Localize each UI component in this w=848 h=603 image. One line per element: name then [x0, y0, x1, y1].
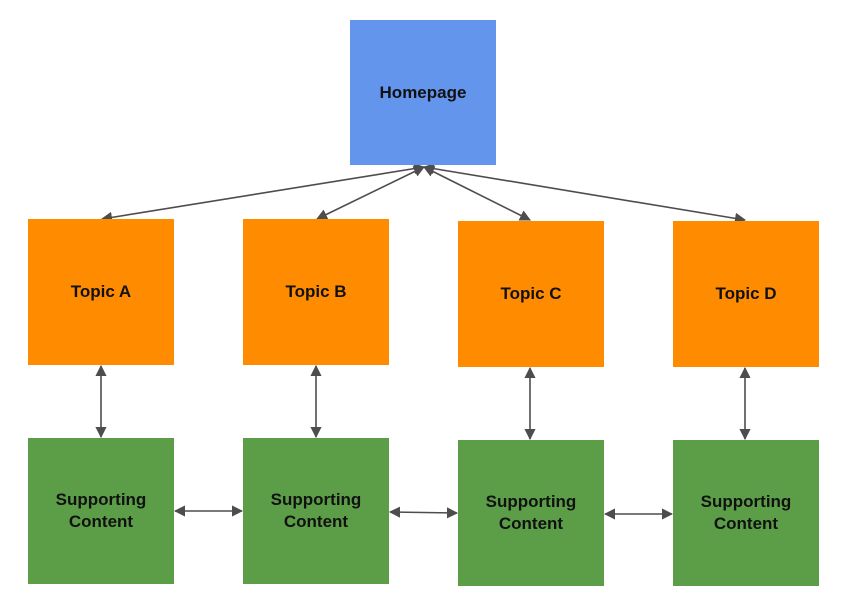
supporting-content-a-label: Supporting Content: [55, 490, 147, 531]
topic-c-node: Topic C: [458, 221, 604, 367]
topic-a-node: Topic A: [28, 219, 174, 365]
supporting-content-a-node: Supporting Content: [28, 438, 174, 584]
arrow-homepage-topic-b: [315, 166, 426, 220]
supporting-content-d-node: Supporting Content: [673, 440, 819, 586]
homepage-node: Homepage: [350, 20, 496, 165]
supporting-content-b-label: Supporting Content: [270, 490, 362, 531]
arrow-homepage-topic-a: [100, 163, 426, 223]
supporting-content-d-label: Supporting Content: [700, 492, 792, 533]
arrow-homepage-topic-d: [422, 163, 747, 224]
topic-b-label: Topic B: [285, 282, 347, 301]
topic-c-label: Topic C: [500, 284, 562, 303]
homepage-label: Homepage: [379, 82, 467, 102]
arrow-supporting-b-supporting-c: [388, 506, 459, 519]
supporting-content-c-node: Supporting Content: [458, 440, 604, 586]
topic-d-label: Topic D: [715, 284, 777, 303]
supporting-content-c-label: Supporting Content: [485, 492, 577, 533]
topic-d-node: Topic D: [673, 221, 819, 367]
topic-a-label: Topic A: [70, 282, 132, 301]
topic-b-node: Topic B: [243, 219, 389, 365]
supporting-content-b-node: Supporting Content: [243, 438, 389, 584]
